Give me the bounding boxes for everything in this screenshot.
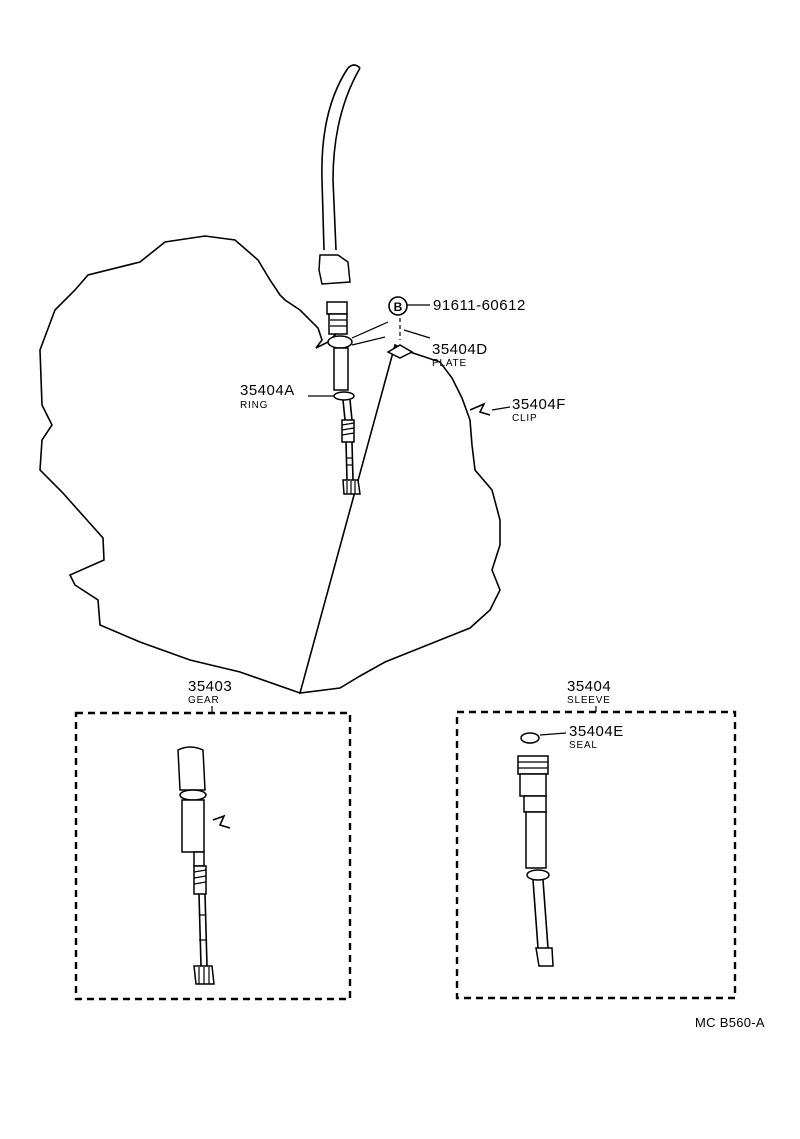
- sleeve-oring: [526, 869, 550, 881]
- cable-tip: [347, 64, 361, 69]
- clip-part: [469, 402, 491, 416]
- plate-part: [386, 344, 414, 359]
- sleeve-tip: [535, 947, 554, 967]
- gear-worm: [193, 865, 207, 895]
- sleeve-group-box: [455, 710, 737, 1000]
- label-clip-name: CLIP: [512, 413, 537, 424]
- label-seal-number: 35404E: [569, 723, 624, 740]
- label-gear-name: GEAR: [188, 695, 220, 706]
- gear-sleeve-body: [181, 799, 205, 853]
- label-sleeve-number: 35404: [567, 678, 611, 695]
- bolt-symbol-letter: B: [394, 300, 403, 314]
- gear-shaft-neck: [193, 851, 205, 867]
- label-plate-name: PLATE: [432, 358, 467, 369]
- sleeve-collar: [523, 795, 547, 813]
- label-ring-name: RING: [240, 400, 268, 411]
- label-seal-name: SEAL: [569, 740, 598, 751]
- upper-sleeve-body: [328, 313, 348, 335]
- bolt-symbol-circle: [388, 296, 408, 316]
- transmission-case-outline: [39, 235, 501, 694]
- ring-part: [333, 391, 355, 401]
- label-clip-number: 35404F: [512, 396, 566, 413]
- speedometer-cable: [321, 67, 361, 251]
- label-ring-number: 35404A: [240, 382, 295, 399]
- label-gear-number: 35403: [188, 678, 232, 695]
- upper-sleeve-collar: [327, 335, 353, 349]
- sleeve-head: [517, 755, 549, 775]
- label-bolt: 91611-60612: [433, 297, 526, 314]
- gear-sleeve-collar: [179, 789, 207, 801]
- cable-end-fitting: [318, 254, 351, 285]
- upper-sleeve-head: [326, 301, 348, 315]
- sleeve-body: [525, 811, 547, 869]
- seal-part: [520, 732, 540, 744]
- driven-gear-worm: [341, 419, 355, 443]
- gear-group-box: [74, 711, 352, 1001]
- drawing-code: MC B560-A: [695, 1015, 765, 1030]
- gear-sleeve-top: [177, 746, 206, 791]
- label-sleeve-name: SLEEVE: [567, 695, 611, 706]
- sleeve-hex: [519, 773, 547, 797]
- label-plate-number: 35404D: [432, 341, 488, 358]
- upper-sleeve-shank: [333, 347, 349, 391]
- gear-clip: [212, 814, 231, 829]
